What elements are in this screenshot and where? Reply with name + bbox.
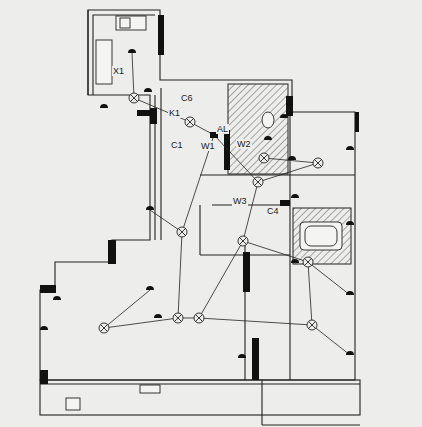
wire [104,318,178,328]
wire [132,53,134,98]
socket-outlet [291,259,299,263]
socket-outlet [128,49,136,53]
light-fixture [185,117,195,127]
socket-outlet [346,221,354,225]
wire [104,290,150,328]
light-fixture [303,257,313,267]
walls [40,10,360,425]
socket-outlet [144,88,152,92]
wire [178,232,182,318]
wire [150,210,182,232]
wire [312,325,350,355]
thick-walls [40,15,359,384]
light-fixture [259,153,269,163]
light-fixture [313,158,323,168]
circuit-label: W1 [200,141,216,151]
wire [243,182,258,241]
circuit-label: C6 [180,93,194,103]
circuit-label: W2 [236,139,252,149]
socket-outlet [291,194,299,198]
socket-outlet [288,156,296,160]
light-fixture [238,236,248,246]
light-fixture [177,227,187,237]
bathroom-hatch [293,208,351,264]
fixtures [66,16,342,410]
wire [199,318,312,325]
circuit-label: AL [216,124,229,134]
wire [308,262,350,295]
circuit-label: X1 [112,66,125,76]
socket-outlet [280,114,288,118]
light-fixture [173,313,183,323]
light-fixture [194,313,204,323]
light-fixture [253,177,263,187]
socket-outlet [264,136,272,140]
circuit-label: W3 [232,196,248,206]
socket-outlet [40,326,48,330]
electrical-symbols [40,49,354,358]
socket-outlet [53,296,61,300]
light-fixture [307,320,317,330]
socket-outlet [346,146,354,150]
circuit-label: C1 [170,140,184,150]
wire [308,262,312,325]
socket-outlet [154,314,162,318]
wire [199,241,243,318]
circuit-label: C4 [266,206,280,216]
socket-outlet [100,104,108,108]
circuit-label: K1 [168,108,181,118]
light-fixture [99,323,109,333]
wire [243,241,308,262]
wiring [104,53,350,355]
socket-outlet [146,286,154,290]
socket-outlet [346,291,354,295]
light-fixture [129,93,139,103]
socket-outlet [146,206,154,210]
socket-outlet [238,354,246,358]
bathroom-hatch [228,84,288,174]
wire [258,163,318,182]
wire [214,135,258,182]
socket-outlet [346,351,354,355]
